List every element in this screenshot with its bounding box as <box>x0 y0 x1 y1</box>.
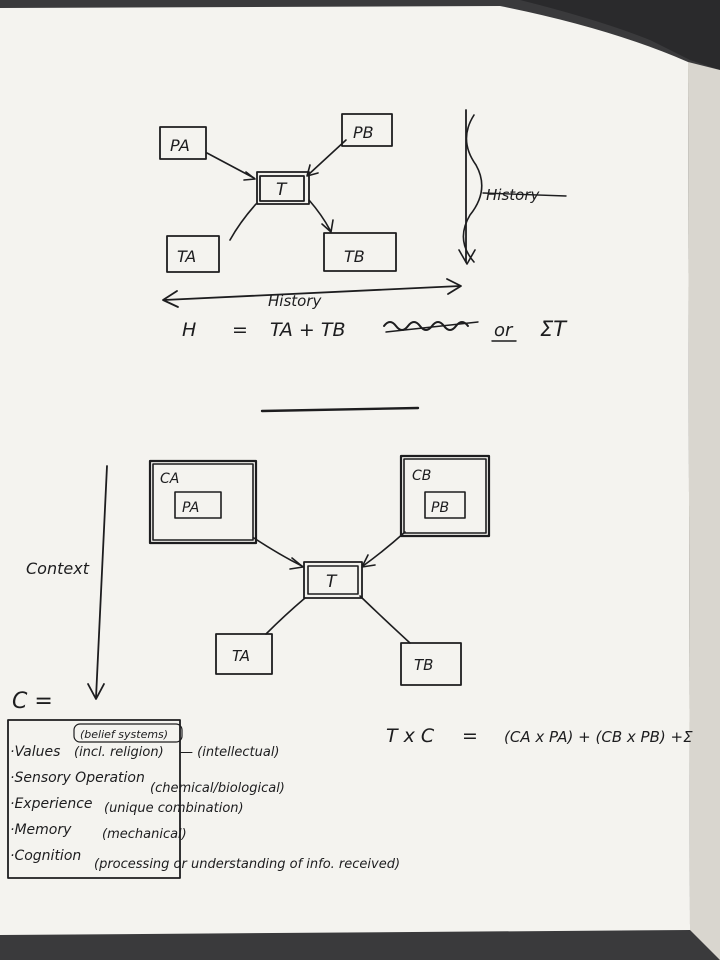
context-item-values-note: (incl. religion) <box>74 745 164 760</box>
node-tb-label: TB <box>344 247 365 266</box>
node-t2-inner-box <box>307 565 359 595</box>
arrow-cb-to-t <box>362 531 406 567</box>
node-t-label: T <box>276 180 288 200</box>
context-item-values-extra: — (intellectual) <box>180 745 280 760</box>
belief-note-bubble <box>73 723 183 743</box>
node-ta-label: TA <box>177 247 196 266</box>
notebook-page <box>0 6 690 935</box>
context-item-memory-label: ·Memory <box>10 822 72 838</box>
equation-sum: ΣT <box>540 317 568 341</box>
context-item-experience-label: ·Experience <box>10 796 93 812</box>
arrow-t-to-tb-head <box>321 219 334 233</box>
node-tb2-box <box>400 642 462 686</box>
context-item-values-label: ·Values <box>10 744 60 760</box>
arrow-cb-to-t-head <box>361 554 376 568</box>
node-tb-box <box>323 232 397 272</box>
node-pa-inner-box <box>174 491 222 519</box>
context-item-memory-note: (mechanical) <box>102 827 187 842</box>
node-pb-inner-box <box>424 491 466 519</box>
equation-or: or <box>494 320 514 341</box>
node-ta2-label: TA <box>232 647 250 665</box>
node-t2-label: T <box>326 572 338 592</box>
arrow-pb-to-t <box>307 139 347 176</box>
context-label: Context <box>26 559 90 578</box>
formula-rhs: (CA x PA) + (CB x PB) +Σ <box>504 728 693 746</box>
context-list-box <box>7 719 181 879</box>
equation-scribble <box>383 321 469 331</box>
node-pb-label: PB <box>353 123 374 142</box>
context-item-cognition-note: (processing or understanding of info. re… <box>94 857 400 872</box>
vertical-history-wave <box>462 114 483 263</box>
node-ta-box <box>166 235 220 273</box>
line-t-to-ta2 <box>265 597 306 635</box>
node-tb2-label: TB <box>414 656 433 674</box>
node-pa-label: PA <box>170 136 190 155</box>
arrow-pa-to-t-head <box>243 171 256 181</box>
formula: T x C = (CA x PA) + (CB x PB) +Σ <box>386 725 693 747</box>
node-cb-label: CB <box>412 468 431 484</box>
node-ta2-box <box>215 633 273 675</box>
equation-scribble-strike <box>385 321 479 333</box>
vertical-history-arrowhead <box>458 249 476 265</box>
c-equals-label: C = <box>12 689 53 714</box>
arrow-t-to-tb <box>308 199 331 231</box>
node-pb-box <box>341 113 393 147</box>
horizontal-history-left-head <box>162 290 179 308</box>
node-pb-inner-label: PB <box>431 500 449 516</box>
line-t-to-ta <box>229 203 257 241</box>
arrow-ca-to-t-head <box>289 557 304 570</box>
node-t2-box <box>303 561 363 599</box>
equation-eq: = <box>232 319 248 341</box>
horizontal-history-label: History <box>268 292 322 310</box>
node-ca-outer-box <box>148 459 258 545</box>
equation-lhs: H <box>182 319 196 341</box>
node-cb-outer-box <box>399 454 491 538</box>
equation-rhs: TA + TB <box>270 319 346 341</box>
node-pa-box <box>159 126 207 160</box>
context-list: (belief systems) ·Values (incl. religion… <box>7 719 400 879</box>
context-arrow <box>95 465 108 699</box>
horizontal-history-right-head <box>446 278 462 295</box>
page-right-edge <box>688 62 720 960</box>
context-item-experience-note: (unique combination) <box>104 801 244 816</box>
horizontal-history-arrow <box>163 285 461 301</box>
node-cb-outer-box-inner <box>403 458 487 534</box>
top-diagram: History History PA PB T TA TB H = TA + T… <box>159 109 568 413</box>
context-item-cognition-label: ·Cognition <box>10 848 81 864</box>
history-strikethrough <box>482 192 567 197</box>
context-arrowhead <box>87 683 105 700</box>
section-divider <box>260 406 420 413</box>
node-ca-label: CA <box>160 471 179 487</box>
belief-note: (belief systems) <box>80 728 168 741</box>
formula-eq: = <box>462 725 478 747</box>
context-item-sensory-label: ·Sensory Operation <box>10 770 145 786</box>
vertical-history-label: History <box>486 186 540 204</box>
node-ca-outer-box-inner <box>152 463 254 541</box>
line-t-to-tb2 <box>359 595 411 644</box>
context-item-sensory-note: (chemical/biological) <box>150 781 285 796</box>
formula-lhs: T x C <box>386 725 435 747</box>
node-t-inner-box <box>259 175 305 202</box>
node-t-box <box>256 171 310 205</box>
arrow-pb-to-t-head <box>306 164 319 177</box>
bottom-diagram: CA PA CB PB T TA TB Context C = <box>12 454 491 714</box>
arrow-pa-to-t <box>206 152 255 179</box>
node-pa-inner-label: PA <box>182 500 199 516</box>
